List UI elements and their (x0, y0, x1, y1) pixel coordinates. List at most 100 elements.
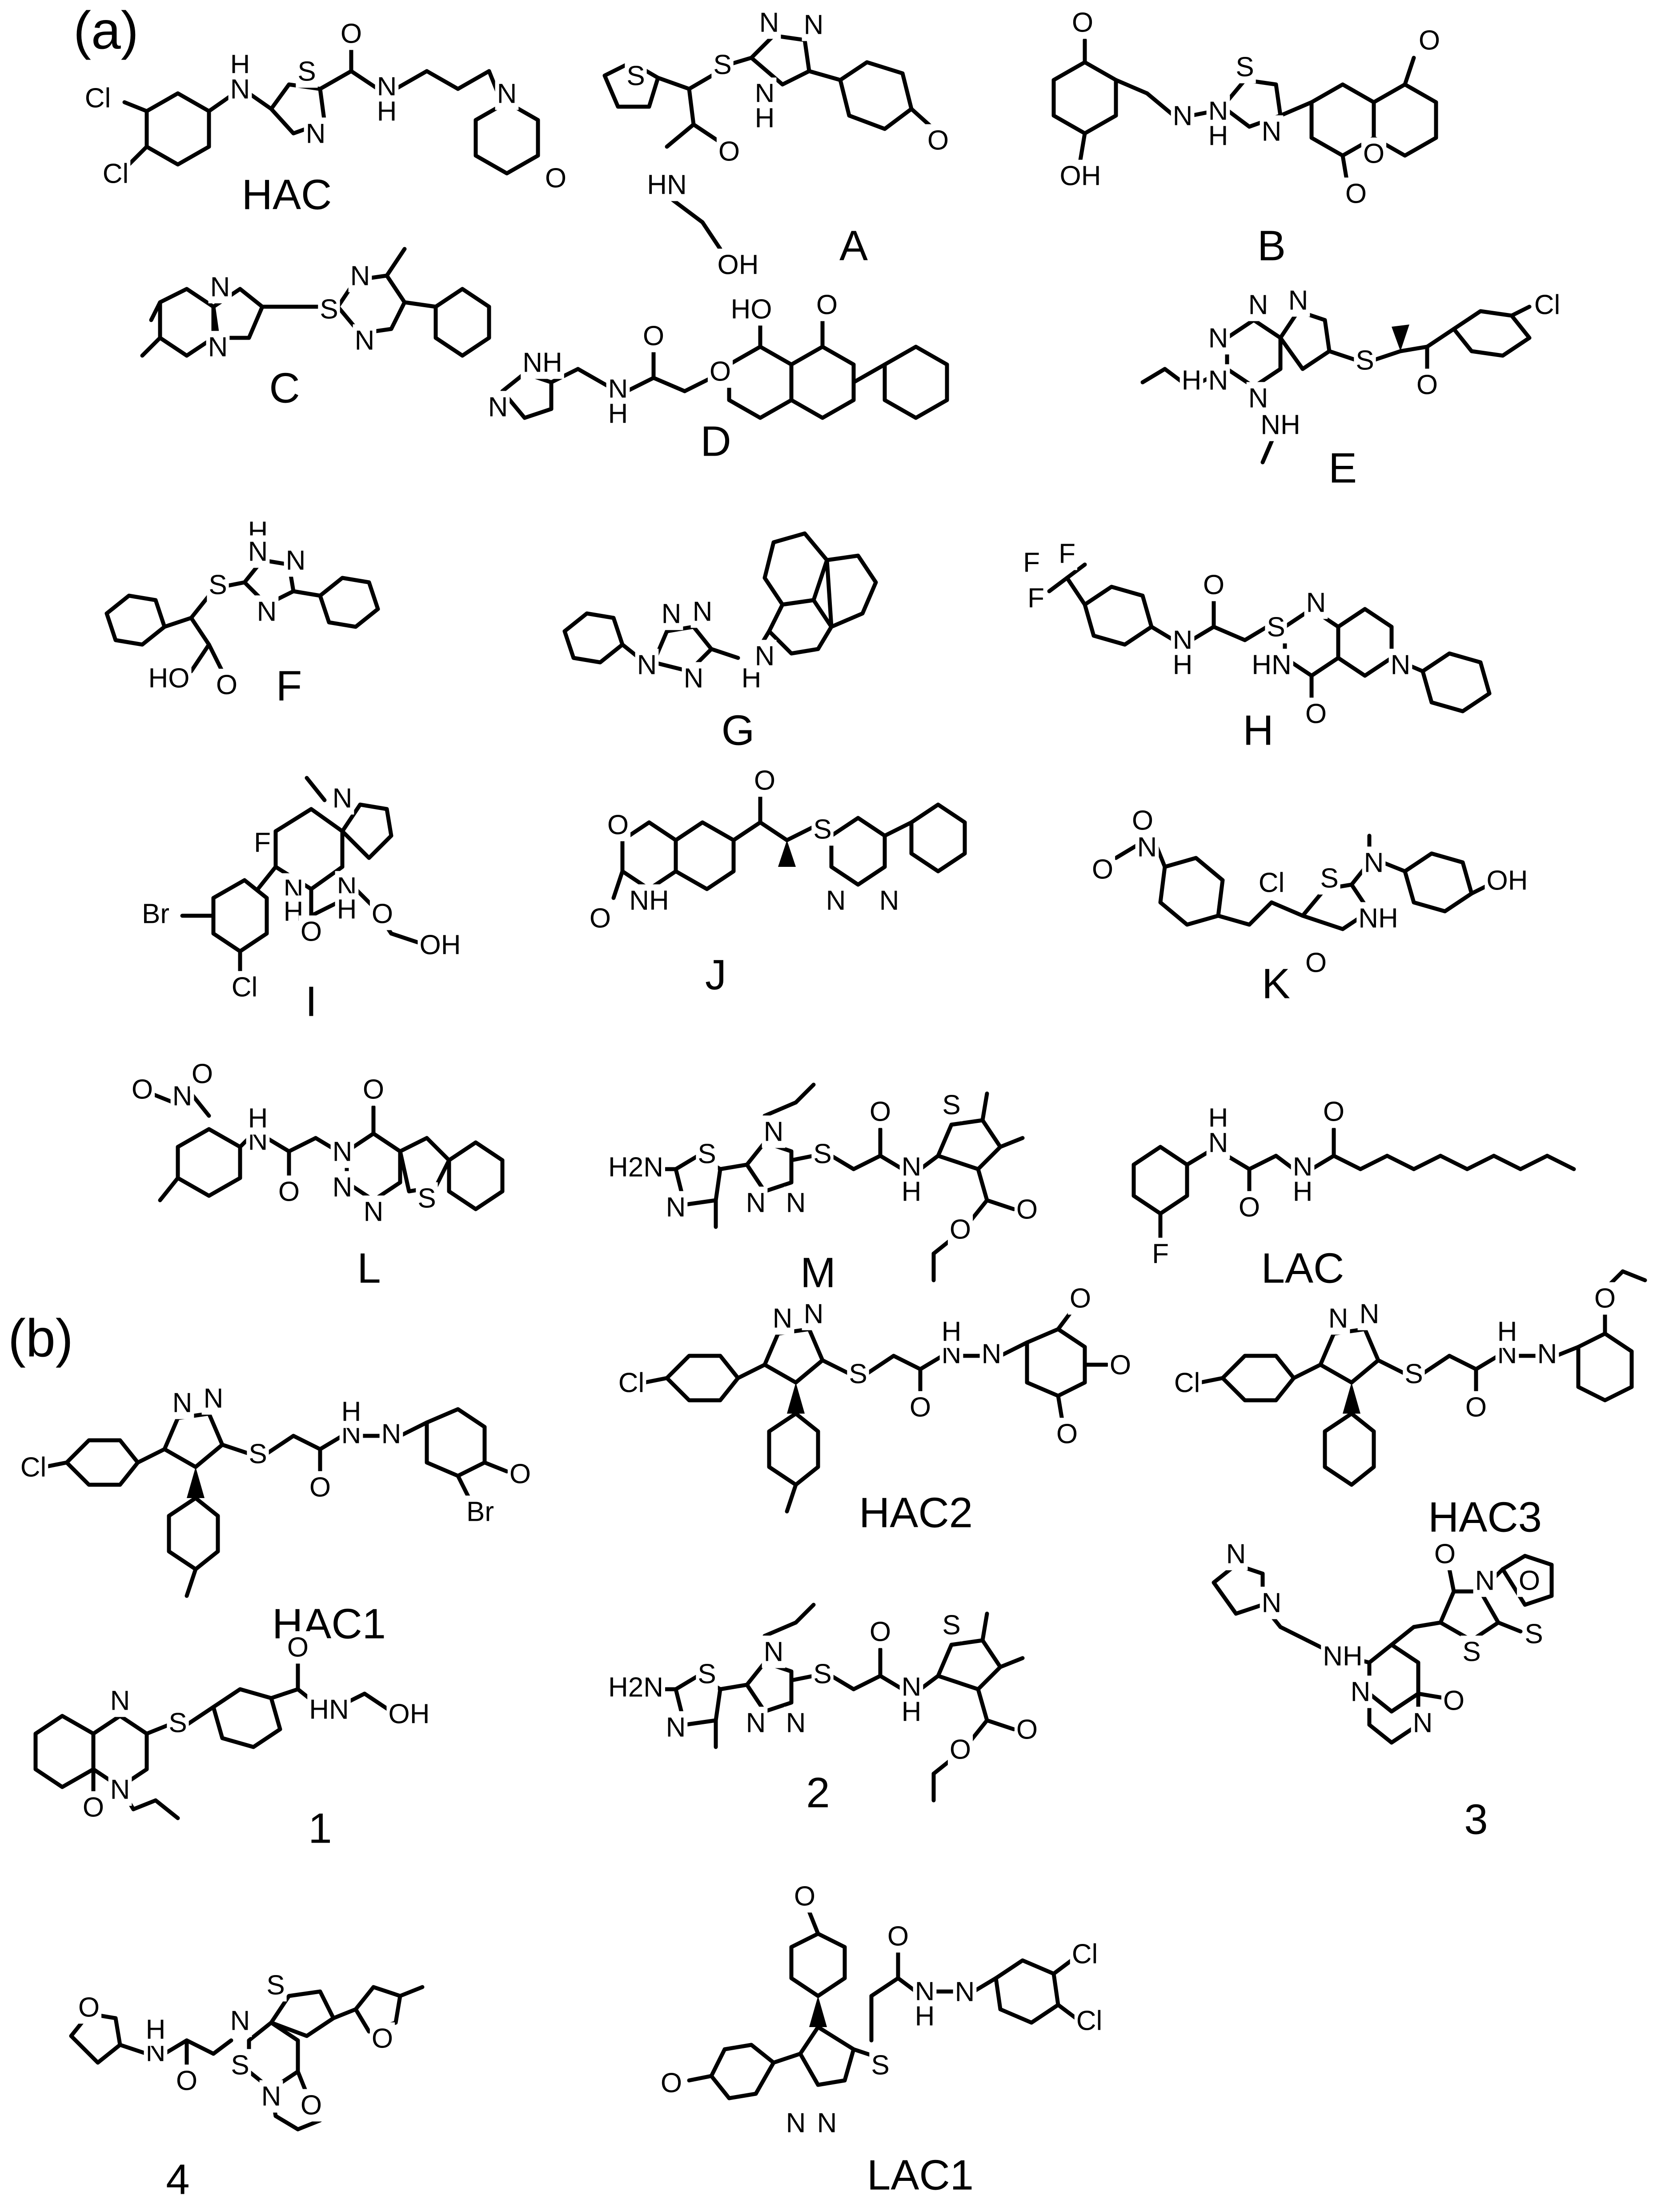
atom-label: N (248, 536, 268, 567)
structure-2 (656, 1603, 1025, 1803)
atom-label-backdrop (1090, 853, 1115, 886)
atom-label: S (266, 1970, 285, 2000)
atom-label: O (950, 1734, 971, 1765)
atom-label-backdrop (1259, 409, 1302, 441)
atom-label-backdrop (770, 1302, 794, 1335)
atom-label: O (718, 136, 740, 167)
atom-label: S (698, 1659, 716, 1689)
atom-label: N (666, 1192, 686, 1222)
atom-label-backdrop (1014, 1713, 1040, 1746)
atom-label: N (1137, 832, 1157, 862)
structure-C (140, 247, 491, 358)
atom-label-backdrop (1318, 862, 1340, 895)
atom-label-backdrop (729, 293, 774, 326)
atom-label-backdrop (228, 2004, 252, 2037)
atom-label: H (1208, 120, 1228, 151)
atom-label: N (364, 1196, 384, 1227)
atom-label-backdrop (1362, 846, 1386, 879)
atom-label-backdrop (298, 915, 324, 948)
atom-label-backdrop (899, 1695, 923, 1728)
atom-label: N (110, 1774, 130, 1805)
atom-label: N (1208, 323, 1228, 353)
atom-label-backdrop (285, 1631, 311, 1664)
atom-label: N (1364, 847, 1384, 878)
atom-label: N (786, 2108, 806, 2138)
atom-label-backdrop (1224, 1538, 1248, 1571)
atom-label-backdrop (353, 324, 377, 357)
atom-label: S (942, 1610, 960, 1640)
atom-label-backdrop (318, 293, 340, 326)
atom-label-backdrop (276, 1175, 302, 1208)
atom-label-backdrop (606, 1671, 666, 1704)
atom-label: N (333, 1172, 353, 1202)
atom-label: O (1203, 569, 1224, 600)
atom-label-backdrop (913, 2000, 937, 2033)
compound-label-G: G (722, 706, 755, 754)
atom-label-backdrop (716, 135, 742, 168)
atom-label: H (1173, 649, 1193, 680)
atom-label-backdrop (762, 1635, 786, 1668)
atom-label-backdrop (1206, 120, 1230, 152)
atom-label-backdrop (1473, 1564, 1497, 1597)
atom-label-backdrop (108, 1684, 132, 1717)
atom-label-backdrop (877, 884, 901, 917)
atom-label: S (713, 49, 731, 80)
atom-label: HO (148, 663, 190, 693)
atom-label: NH (522, 347, 562, 378)
panel-label-b: (b) (8, 1309, 73, 1368)
atom-label: Cl (1072, 1939, 1098, 1969)
atom-label: H (377, 96, 397, 127)
atom-label: N (350, 260, 370, 291)
compound-label-LAC: LAC (1261, 1244, 1344, 1292)
atom-label: O (545, 163, 566, 193)
atom-label-backdrop (627, 884, 671, 917)
atom-label: OH (389, 1699, 430, 1729)
atom-label: N (230, 74, 250, 104)
structure-M (656, 1082, 1025, 1282)
atom-label: N (257, 596, 277, 627)
atom-label-backdrop (252, 826, 273, 859)
atom-label: O (78, 1992, 100, 2023)
atom-label-backdrop (802, 8, 826, 41)
atom-label-backdrop (1304, 586, 1328, 619)
atom-label: S (849, 1358, 867, 1389)
atom-label-backdrop (869, 2049, 891, 2082)
atom-label-backdrop (174, 2064, 200, 2097)
atom-label-backdrop (1206, 322, 1230, 355)
atom-label-backdrop (1286, 284, 1310, 317)
atom-label: H (942, 1316, 962, 1347)
atom-label: O (661, 2068, 682, 2098)
atom-label-backdrop (1260, 1587, 1284, 1619)
atom-label: N (333, 1136, 353, 1167)
atom-label: O (309, 1472, 331, 1503)
atom-label-backdrop (1067, 1282, 1093, 1315)
atom-label: HN (309, 1694, 349, 1725)
atom-label: O (1016, 1194, 1038, 1225)
atom-label-backdrop (170, 1387, 194, 1419)
atom-label: S (813, 814, 831, 845)
atom-label-backdrop (259, 2080, 283, 2113)
atom-label-backdrop (625, 60, 647, 92)
atom-label: N (208, 332, 228, 362)
atom-label: N (1537, 1338, 1557, 1369)
atom-label: N (230, 2005, 250, 2036)
atom-label: N (488, 392, 508, 422)
atom-label: O (816, 289, 838, 320)
atom-label-backdrop (1206, 364, 1230, 397)
atom-label: H (146, 2014, 166, 2045)
atom-label-backdrop (246, 1102, 270, 1135)
atom-label: O (794, 1881, 815, 1911)
atom-label-backdrop (811, 813, 834, 846)
atom-label: S (417, 1183, 436, 1214)
atom-label: Cl (1534, 289, 1561, 320)
atom-label: O (1072, 7, 1093, 38)
atom-label: O (132, 1074, 153, 1105)
structure-A (602, 33, 936, 251)
atom-label: S (320, 294, 338, 325)
atom-label: N (955, 1976, 975, 2007)
atom-label-backdrop (1256, 866, 1287, 899)
compound-label-E: E (1328, 444, 1357, 492)
atom-label-backdrop (83, 82, 113, 115)
atom-label-backdrop (361, 1195, 385, 1228)
atom-label-backdrop (1265, 611, 1287, 644)
